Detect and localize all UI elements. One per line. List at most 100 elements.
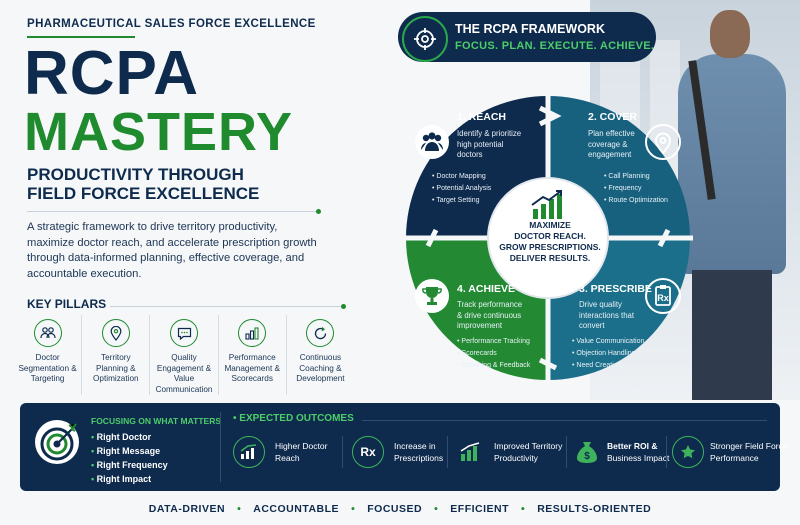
svg-text:Rx: Rx	[657, 293, 669, 303]
prescription-clipboard-icon: Rx	[645, 278, 681, 314]
pillars-rule	[110, 304, 346, 309]
tagline-word: FOCUSED	[367, 503, 423, 515]
tagline-word: DATA-DRIVEN	[148, 503, 226, 515]
outcome-doctor-reach: Higher Doctor Reach	[233, 432, 327, 472]
quadrant-cover-desc: Plan effective coverage & engagement	[588, 129, 635, 161]
outcomes-heading: EXPECTED OUTCOMES	[233, 413, 353, 424]
list-item: Right Impact	[91, 472, 168, 486]
list-item: Route Optimization	[604, 195, 668, 207]
trophy-icon	[415, 279, 449, 313]
tagline-separator: •	[521, 503, 526, 515]
list-item: Target Setting	[432, 195, 491, 207]
subtitle-rule	[27, 209, 321, 214]
desc-line: Plan effective	[588, 129, 635, 138]
description: A strategic framework to drive territory…	[27, 221, 317, 280]
outcome-divider	[566, 436, 567, 468]
list-item: Potential Analysis	[432, 183, 491, 195]
list-item: Objection Handling	[572, 348, 644, 360]
tagline-separator: •	[351, 503, 356, 515]
outcome-line: Prescriptions	[394, 453, 444, 463]
pillar-label: Quality Engagement & Value Communication	[155, 353, 213, 394]
focus-list: Right Doctor Right Message Right Frequen…	[91, 430, 168, 486]
desc-line: Track performance	[457, 300, 523, 309]
framework-tagline: FOCUS. PLAN. EXECUTE. ACHIEVE.	[455, 40, 655, 52]
subtitle-line-2: FIELD FORCE EXCELLENCE	[27, 184, 260, 203]
desc-line: Identify & prioritize	[457, 129, 522, 138]
framework-title: THE RCPA FRAMEWORK	[455, 22, 605, 36]
pillar-label: Performance Management & Scorecards	[224, 353, 280, 383]
map-pin-icon	[101, 319, 130, 347]
pillar-performance: Performance Management & Scorecards	[219, 315, 287, 395]
list-item: Right Doctor	[91, 430, 168, 444]
tagline-word: EFFICIENT	[450, 503, 510, 515]
outcomes-rule	[362, 420, 767, 421]
quadrant-reach-list: Doctor Mapping Potential Analysis Target…	[432, 171, 491, 207]
outcome-line: Productivity	[494, 453, 538, 463]
center-line: GROW PRESCRIPTIONS.	[499, 242, 601, 252]
desc-line: coverage &	[588, 139, 628, 149]
quadrant-cover-list: Call Planning Frequency Route Optimizati…	[604, 171, 668, 207]
outcome-line: Increase in	[394, 441, 436, 451]
desc-line: & drive continuous	[457, 310, 522, 320]
list-item: Right Message	[91, 444, 168, 458]
rx-icon: Rx	[352, 436, 384, 468]
title-mastery: MASTERY	[24, 102, 294, 162]
band-divider	[220, 412, 221, 482]
cycle-icon	[306, 319, 335, 347]
list-item: Call Planning	[604, 171, 668, 183]
wheel-center-text: MAXIMIZE DOCTOR REACH. GROW PRESCRIPTION…	[490, 220, 610, 264]
bar-chart-icon	[238, 319, 267, 347]
outcome-line: Reach	[275, 453, 300, 463]
list-item: Performance Tracking	[457, 336, 530, 348]
outcome-line: Improved Territory	[494, 441, 563, 451]
outcome-field-force: Stronger Field Force Performance	[672, 432, 787, 472]
focus-title: FOCUSING ON WHAT MATTERS	[91, 416, 222, 426]
tagline-word: RESULTS-ORIENTED	[537, 503, 652, 515]
list-item: Scorecards	[457, 348, 530, 360]
pillar-coaching: Continuous Coaching & Development	[287, 315, 354, 395]
star-icon	[672, 436, 704, 468]
crosshair-icon	[402, 16, 448, 62]
subtitle-line-1: PRODUCTIVITY THROUGH	[27, 165, 244, 184]
center-line: DELIVER RESULTS.	[509, 253, 591, 263]
desc-line: high potential	[457, 139, 504, 149]
outcome-line: Business Impact	[607, 453, 670, 463]
desc-line: doctors	[457, 150, 483, 159]
quadrant-achieve-desc: Track performance & drive continuous imp…	[457, 300, 522, 332]
bar-chart-icon	[456, 437, 486, 467]
center-line: MAXIMIZE	[529, 220, 571, 230]
outcome-line: Higher Doctor	[275, 441, 328, 451]
outcome-label: Stronger Field Force Performance	[710, 440, 787, 464]
tagline-separator: •	[237, 503, 242, 515]
outcome-label: Improved Territory Productivity	[494, 440, 562, 464]
quadrant-prescribe-desc: Drive quality interactions that convert	[579, 300, 634, 332]
pillars-row: Doctor Segmentation & Targeting Territor…	[14, 315, 354, 395]
title-rcpa: RCPA	[24, 39, 200, 108]
top-rule	[27, 36, 135, 38]
quadrant-reach-title: 1. REACH	[457, 111, 507, 123]
pillar-segmentation: Doctor Segmentation & Targeting	[14, 315, 83, 395]
chat-icon	[170, 319, 198, 347]
center-circle	[487, 177, 609, 299]
quadrant-reach-desc: Identify & prioritize high potential doc…	[457, 129, 521, 161]
quadrant-achieve-title: 4. ACHIEVE	[457, 283, 515, 295]
people-icon	[415, 125, 449, 159]
pillars-heading: KEY PILLARS	[27, 297, 107, 311]
tagline-word: ACCOUNTABLE	[253, 503, 340, 515]
pillar-label: Doctor Segmentation & Targeting	[18, 353, 77, 383]
growth-chart-icon	[531, 190, 562, 219]
desc-line: interactions that	[579, 310, 635, 320]
list-item: Doctor Mapping	[432, 171, 491, 183]
quadrant-prescribe-list: Value Communication Objection Handling N…	[572, 336, 644, 372]
desc-line: improvement	[457, 321, 503, 330]
list-item: Right Frequency	[91, 458, 168, 472]
outcome-divider	[666, 436, 667, 468]
page-subtitle: PRODUCTIVITY THROUGH FIELD FORCE EXCELLE…	[27, 165, 327, 203]
desc-line: Drive quality	[579, 300, 622, 309]
list-item: Frequency	[604, 183, 668, 195]
bottom-tagline: DATA-DRIVEN • ACCOUNTABLE • FOCUSED • EF…	[0, 499, 800, 519]
map-pin-icon	[645, 124, 681, 160]
list-item: Value Communication	[572, 336, 644, 348]
desc-line: engagement	[588, 150, 632, 159]
pillar-engagement: Quality Engagement & Value Communication	[150, 315, 219, 395]
